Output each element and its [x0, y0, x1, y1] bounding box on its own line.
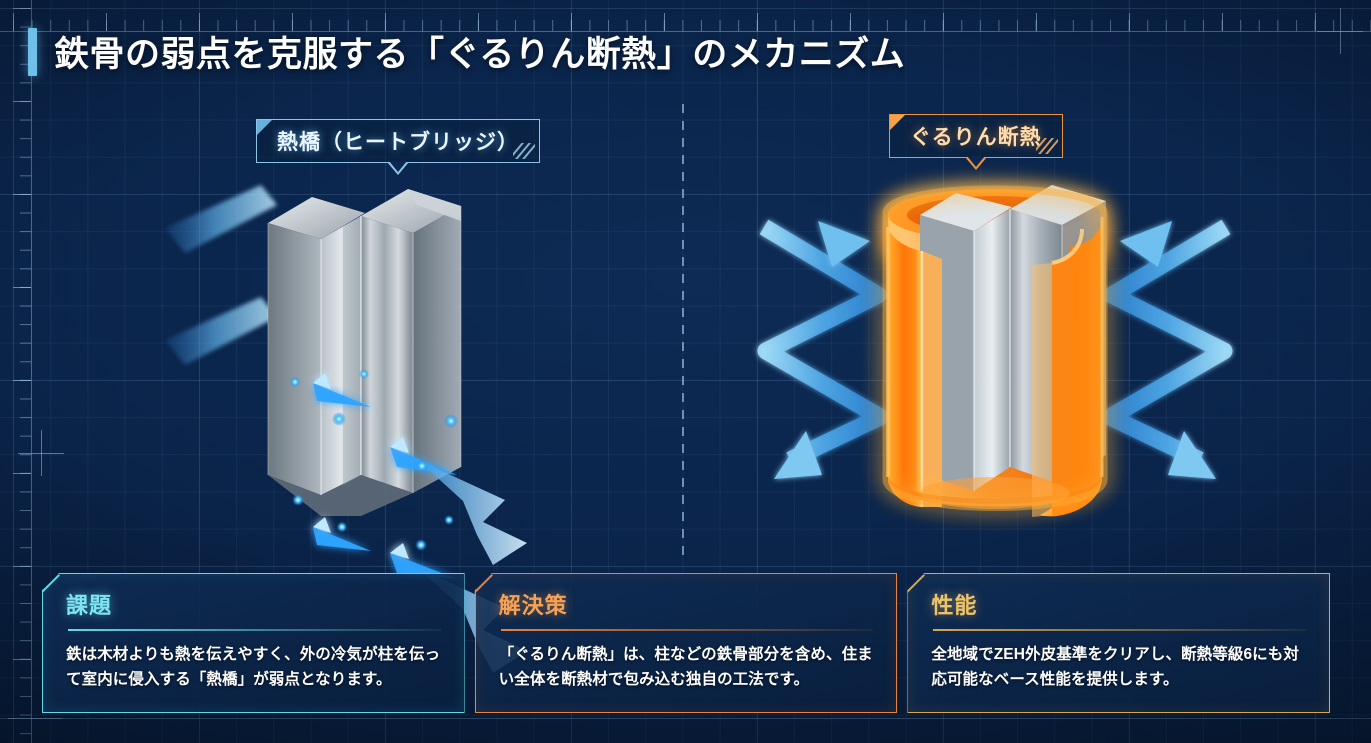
- card-heading-rule: [500, 629, 874, 631]
- card-solution[interactable]: 解決策 「ぐるりん断熱」は、柱などの鉄骨部分を含め、住まい全体を断熱材で包み込む…: [474, 573, 898, 713]
- crosshair-mark-middle-left: [18, 430, 64, 476]
- label-gururin-insulation-text: ぐるりん断熱: [910, 126, 1042, 149]
- label-heat-bridge: 熱橋（ヒートブリッジ）: [256, 119, 540, 175]
- title-text: 鉄骨の弱点を克服する「ぐるりん断熱」のメカニズム: [54, 35, 906, 74]
- illustration-heat-bridge: [165, 175, 595, 673]
- card-corner-bevel-icon: [42, 573, 66, 597]
- card-solution-body: 「ぐるりん断熱」は、柱などの鉄骨部分を含め、住まい全体を断熱材で包み込む独自の工…: [498, 645, 873, 688]
- tag-pointer-inner-icon: [389, 161, 407, 172]
- summary-cards: 課題 鉄は木材よりも熱を伝えやすく、外の冷気が柱を伝って室内に侵入する「熱橋」が…: [42, 573, 1331, 713]
- card-challenge[interactable]: 課題 鉄は木材よりも熱を伝えやすく、外の冷気が柱を伝って室内に侵入する「熱橋」が…: [42, 573, 465, 713]
- card-heading-rule: [933, 629, 1307, 631]
- illustration-gururin-insulation: [757, 155, 1233, 555]
- card-challenge-heading: 課題: [66, 593, 113, 618]
- label-gururin-insulation: ぐるりん断熱: [889, 114, 1063, 170]
- tag-corner-triangle-icon: [257, 120, 272, 135]
- deflected-arrow-right: [1101, 219, 1233, 479]
- card-corner-bevel-icon: [907, 573, 931, 597]
- card-solution-heading: 解決策: [498, 593, 568, 618]
- title-accent-bar: [28, 27, 37, 76]
- card-challenge-body: 鉄は木材よりも熱を伝えやすく、外の冷気が柱を伝って室内に侵入する「熱橋」が弱点と…: [66, 645, 441, 688]
- ruler-bottom-line: [0, 718, 1371, 719]
- card-heading-rule: [68, 629, 441, 631]
- card-performance-heading: 性能: [931, 593, 978, 618]
- card-performance-body: 全地域でZEH外皮基準をクリアし、断熱等級6にも対応可能なベース性能を提供します…: [931, 645, 1299, 688]
- tag-pointer-inner-icon: [966, 156, 985, 167]
- tag-hatch-icon: [1035, 138, 1058, 154]
- ruler-left-major-ticks: [13, 0, 31, 743]
- card-corner-bevel-icon: [474, 573, 499, 597]
- deflected-arrow-left: [757, 219, 889, 479]
- tag-corner-triangle-icon: [890, 115, 905, 130]
- page-title: 鉄骨の弱点を克服する「ぐるりん断熱」のメカニズム: [28, 26, 905, 77]
- tag-hatch-icon: [513, 143, 535, 159]
- cold-arrow-group-incoming: [165, 185, 277, 365]
- crosshair-mark-top-right: [1317, 8, 1363, 54]
- ruler-edge-dash: [8, 718, 62, 719]
- ruler-left-line: [31, 0, 32, 743]
- label-heat-bridge-text: 熱橋（ヒートブリッジ）: [277, 131, 519, 154]
- card-performance[interactable]: 性能 全地域でZEH外皮基準をクリアし、断熱等級6にも対応可能なベース性能を提供…: [907, 573, 1331, 713]
- panel-divider: [682, 104, 684, 556]
